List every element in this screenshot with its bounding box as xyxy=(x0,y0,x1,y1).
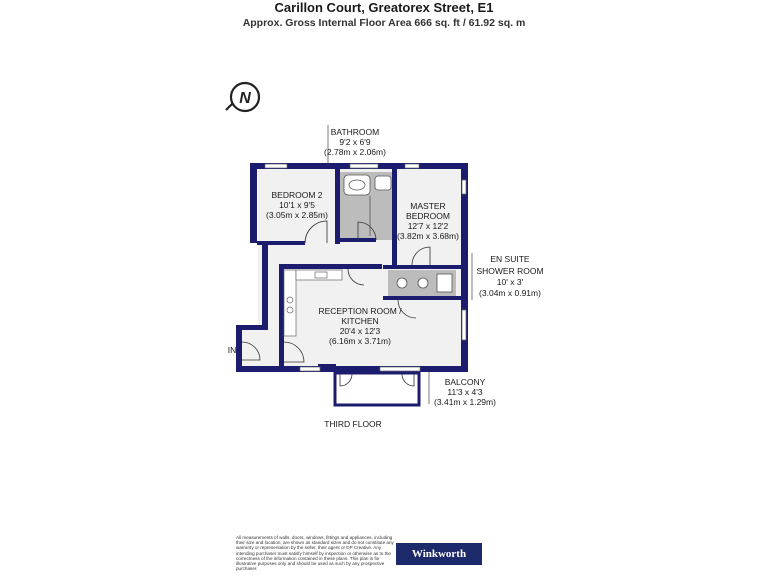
balcony-name: BALCONY xyxy=(445,377,486,387)
entrance-label: IN xyxy=(228,345,237,355)
bedroom2-name: BEDROOM 2 xyxy=(271,190,322,200)
balcony-outline xyxy=(333,371,421,407)
floor-label: THIRD FLOOR xyxy=(324,419,382,429)
reception-metric: (6.16m x 3.71m) xyxy=(329,336,391,346)
master-metric: (3.82m x 3.68m) xyxy=(397,231,459,241)
wc-icon xyxy=(374,175,392,191)
master-imperial: 12'7 x 12'2 xyxy=(408,221,449,231)
balcony-metric: (3.41m x 1.29m) xyxy=(434,397,496,407)
bathroom-imperial: 9'2 x 6'9 xyxy=(339,137,370,147)
bathroom-metric: (2.78m x 2.06m) xyxy=(324,147,386,157)
floor-area-subtitle: Approx. Gross Internal Floor Area 666 sq… xyxy=(242,17,526,29)
bedroom2-imperial: 10'1 x 9'5 xyxy=(279,200,315,210)
ensuite-name-2: SHOWER ROOM xyxy=(476,266,543,276)
brand-logo: Winkworth xyxy=(396,543,482,565)
windows xyxy=(264,163,467,372)
disclaimer-text: All measurements of walls, doors, window… xyxy=(236,535,394,572)
bathroom-name: BATHROOM xyxy=(331,127,379,137)
master-name-2: BEDROOM xyxy=(406,211,450,221)
balcony-imperial: 11'3 x 4'3 xyxy=(447,387,482,397)
reception-name-2: KITCHEN xyxy=(341,316,378,326)
basin-bowl-icon xyxy=(348,179,366,191)
ensuite-name-1: EN SUITE xyxy=(490,254,530,264)
compass-letter: N xyxy=(239,90,251,107)
ensuite-basin-icon xyxy=(417,277,429,289)
shower-tray-icon xyxy=(436,273,453,293)
entrance-floor xyxy=(240,330,270,368)
ensuite-metric: (3.04m x 0.91m) xyxy=(479,288,541,298)
master-name-1: MASTER xyxy=(410,201,445,211)
bedroom2-metric: (3.05m x 2.85m) xyxy=(266,210,328,220)
property-title: Carillon Court, Greatorex Street, E1 xyxy=(274,0,494,15)
kitchen-counter xyxy=(283,269,343,337)
reception-imperial: 20'4 x 12'3 xyxy=(340,326,381,336)
reception-name-1: RECEPTION ROOM / xyxy=(318,306,402,316)
compass-icon: N xyxy=(225,81,261,113)
ensuite-wc-icon xyxy=(396,277,408,289)
doors xyxy=(241,220,431,363)
ensuite-imperial: 10' x 3' xyxy=(497,277,524,287)
